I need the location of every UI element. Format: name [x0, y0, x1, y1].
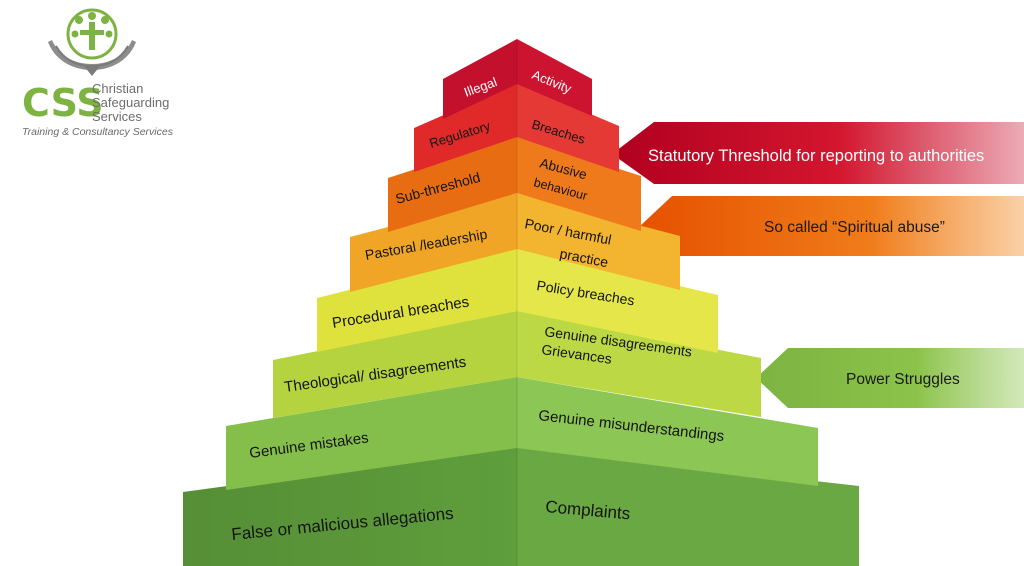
- logo-acronym: CSS: [22, 81, 104, 125]
- level-illegal: Illegal Activity: [443, 39, 592, 119]
- logo-emblem-icon: [48, 8, 136, 76]
- level-regulatory: Regulatory Breaches: [414, 83, 619, 172]
- logo-line2: Safeguarding: [92, 95, 169, 110]
- logo-line3: Services: [92, 109, 142, 124]
- arrow-spiritual-abuse: So called “Spiritual abuse”: [640, 196, 1024, 256]
- level-procedural: Procedural breaches Policy breaches: [317, 248, 718, 353]
- logo-tagline: Training & Consultancy Services: [22, 126, 174, 138]
- css-logo: CSS Christian Safeguarding Services Trai…: [22, 8, 174, 138]
- arrow-spiritual-abuse-label: So called “Spiritual abuse”: [764, 219, 945, 236]
- arrow-power-struggles: Power Struggles: [756, 348, 1024, 408]
- arrow-statutory-label: Statutory Threshold for reporting to aut…: [648, 147, 984, 165]
- level-sub-threshold: Sub-threshold Abusive behaviour: [388, 136, 641, 232]
- arrow-statutory: Statutory Threshold for reporting to aut…: [612, 122, 1024, 184]
- level-genuine-mistakes: Genuine mistakes Genuine misunderstandin…: [226, 377, 818, 490]
- arrow-power-struggles-label: Power Struggles: [846, 371, 960, 388]
- logo-line1: Christian: [92, 81, 143, 96]
